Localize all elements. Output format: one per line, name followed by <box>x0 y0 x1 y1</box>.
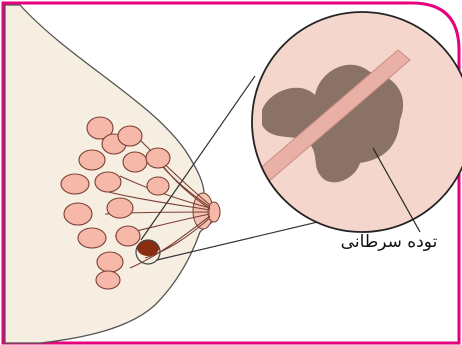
magnified-view <box>252 12 462 232</box>
tumor-label: توده سرطانی <box>330 232 448 252</box>
